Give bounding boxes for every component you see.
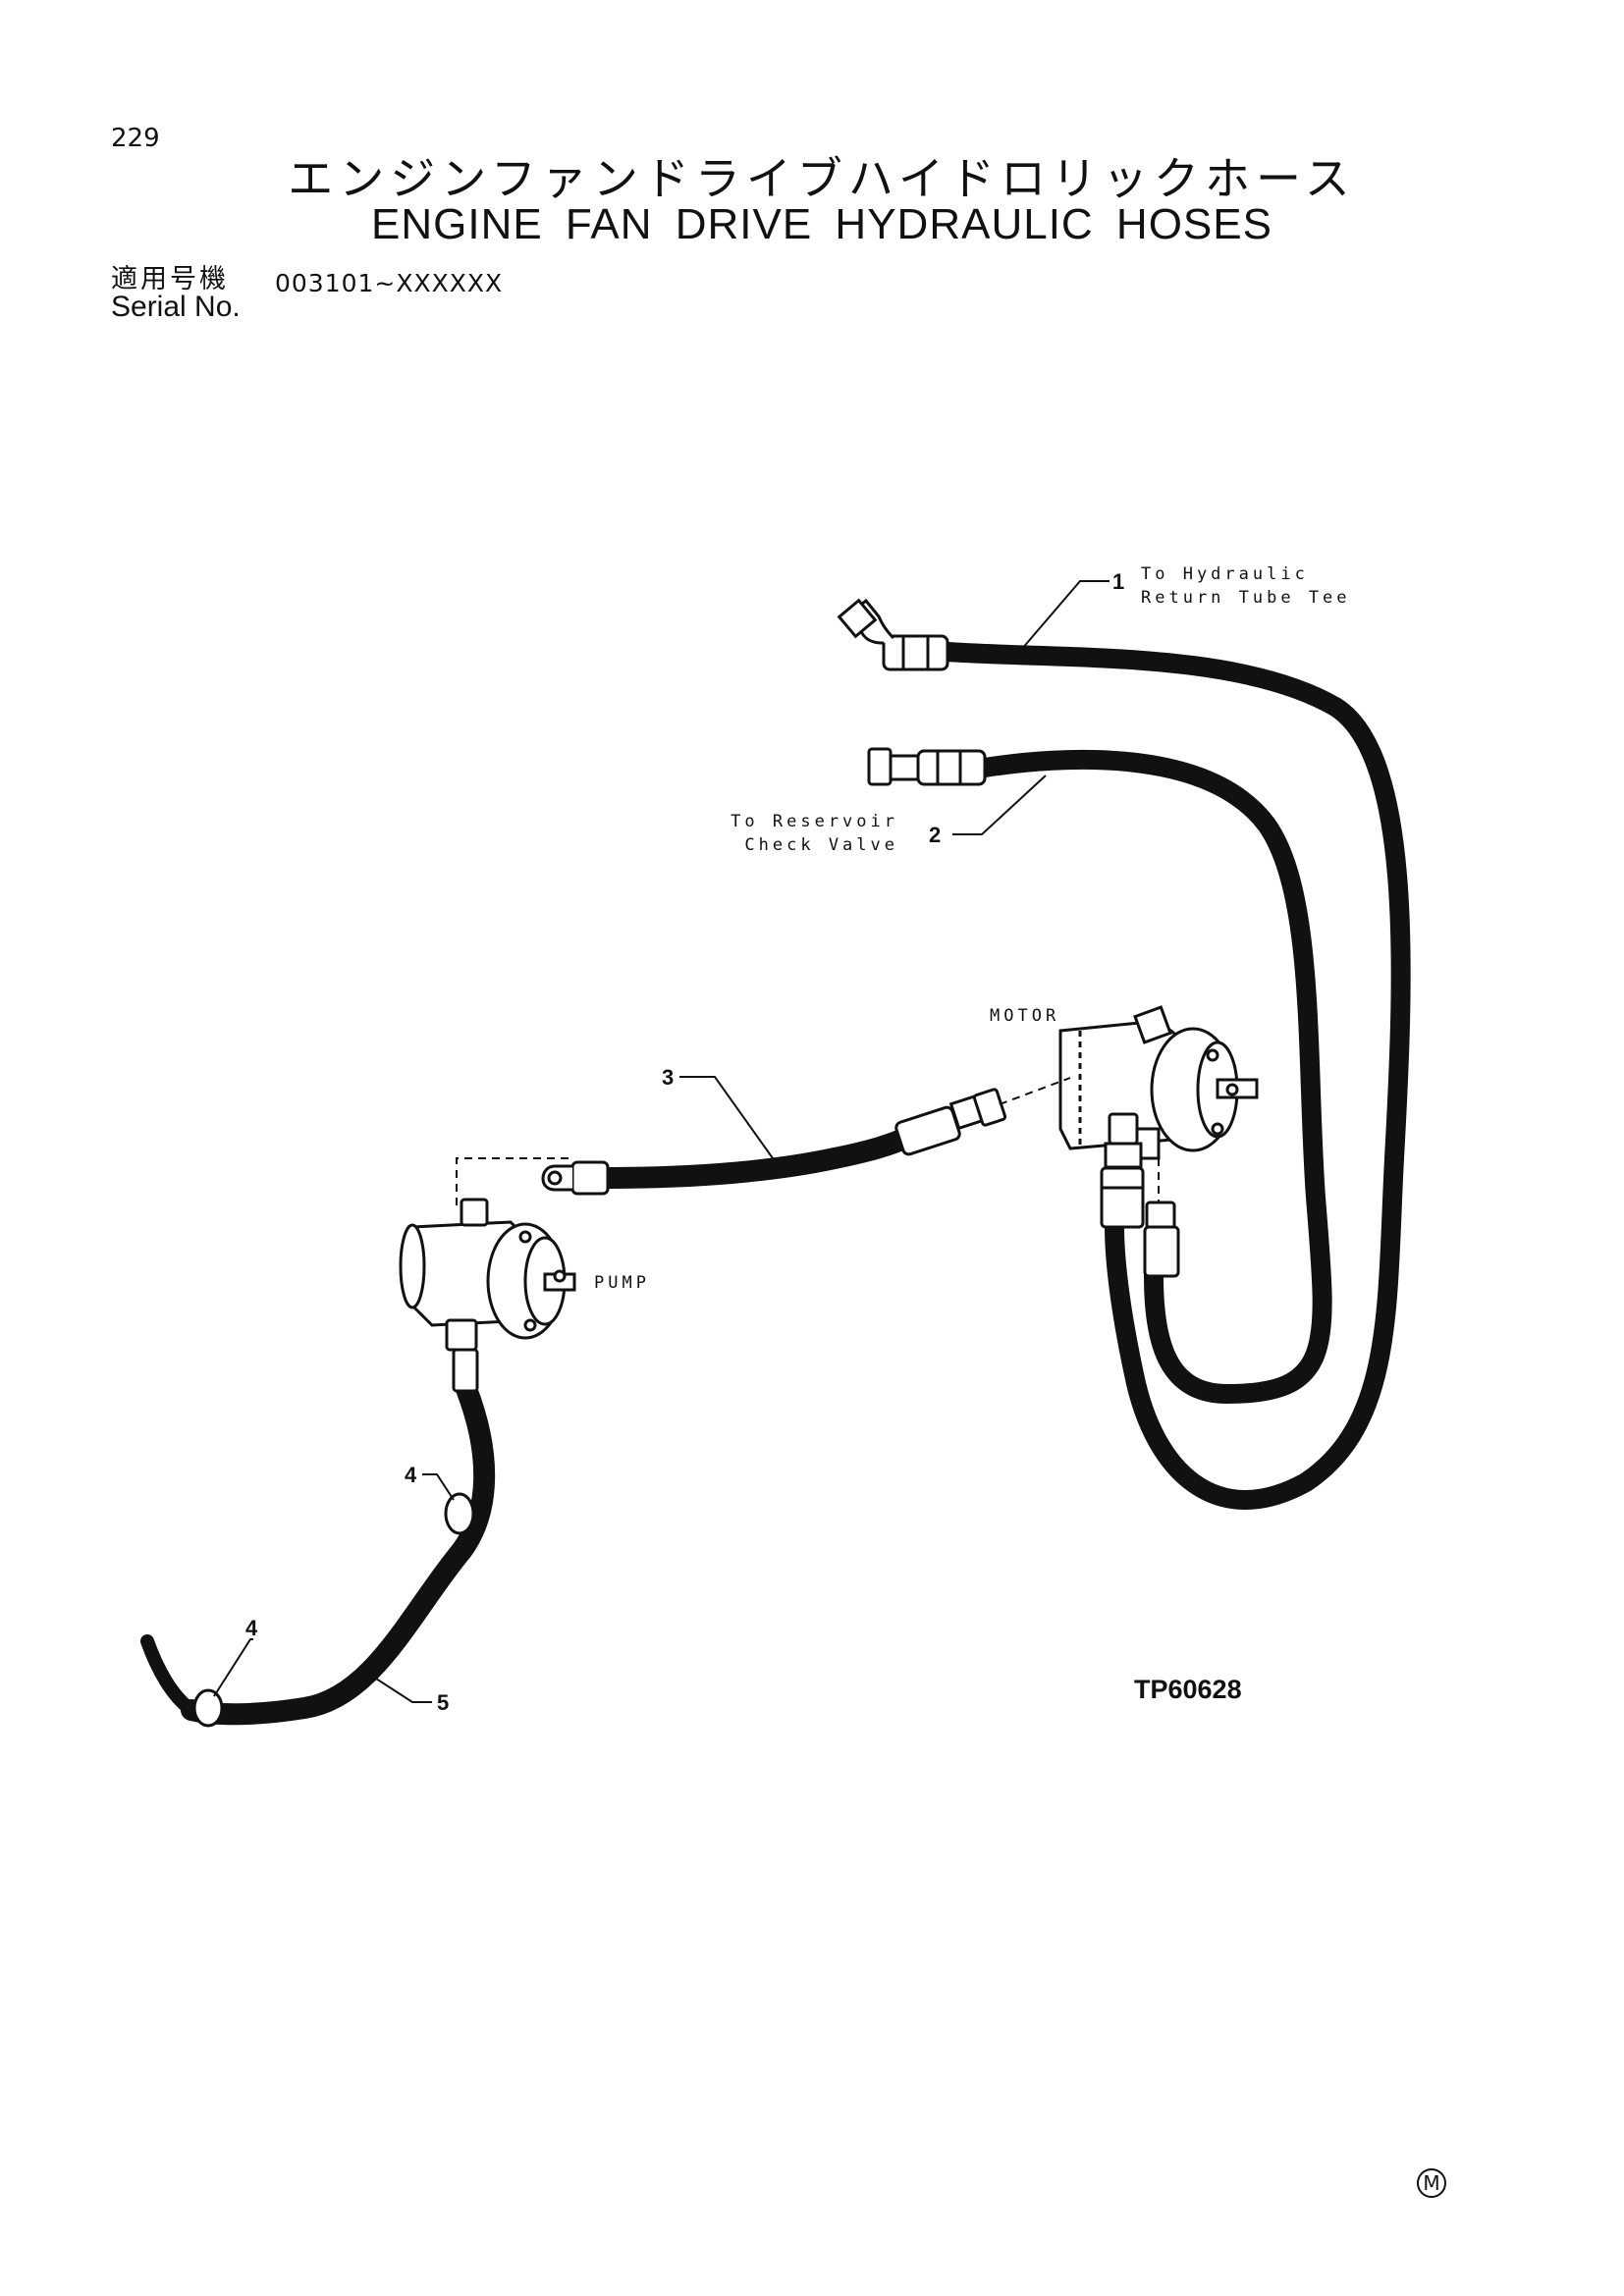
pump-to-hose-3-connection (456, 1157, 574, 1205)
hose-3 (593, 1126, 919, 1189)
serial-label: Serial No. (111, 291, 241, 323)
callout-number-4-upper: 4 (405, 1463, 417, 1487)
hose-3-left-fitting (541, 1160, 610, 1196)
hose-2-fitting (867, 747, 987, 786)
serial-range: 003101~XXXXXX (275, 269, 504, 297)
leader-line-1 (1020, 580, 1110, 651)
callout-number-1: 1 (1112, 569, 1124, 594)
corner-mark: M (1423, 2171, 1439, 2195)
callout-1-destination-line1: To Hydraulic (1141, 564, 1309, 584)
callout-number-2: 2 (929, 823, 941, 847)
page-number: 229 (111, 124, 160, 153)
callout-2-destination-line2: Check Valve (744, 835, 898, 855)
leader-line-4-upper (422, 1473, 455, 1501)
hose-5 (181, 1378, 496, 1726)
leader-line-3 (679, 1076, 779, 1166)
callout-number-3: 3 (662, 1065, 674, 1090)
callout-1-destination-line2: Return Tube Tee (1141, 588, 1351, 608)
callout-number-5: 5 (437, 1690, 449, 1715)
motor-label: MOTOR (990, 1006, 1059, 1026)
hose-clamp (192, 1492, 475, 1728)
hose-2 (975, 749, 1332, 1405)
fan-motor (1058, 1005, 1259, 1160)
motor-lower-fittings (1100, 1112, 1180, 1278)
figure-code: TP60628 (1134, 1675, 1242, 1704)
hose-3-right-fitting (894, 1088, 1007, 1156)
callout-2-destination-line1: To Reservoir (731, 812, 898, 831)
page-title: ENGINE FAN DRIVE HYDRAULIC HOSES (371, 200, 1272, 248)
corner-mark-circle (1417, 2168, 1446, 2198)
leader-line-4-lower (213, 1638, 253, 1697)
hose-1 (938, 642, 1411, 1510)
leader-line-5 (372, 1676, 432, 1703)
serial-label-japanese: 適用号機 (111, 264, 229, 294)
leader-line-2 (952, 774, 1047, 835)
hose-1-elbow-fitting (837, 598, 949, 671)
pump (399, 1198, 576, 1393)
hose-5-end (140, 1634, 198, 1717)
callout-number-4-lower: 4 (245, 1616, 258, 1640)
pump-label: PUMP (594, 1273, 650, 1293)
page-title-japanese: エンジンファンドライブハイドロリックホース (288, 152, 1356, 205)
